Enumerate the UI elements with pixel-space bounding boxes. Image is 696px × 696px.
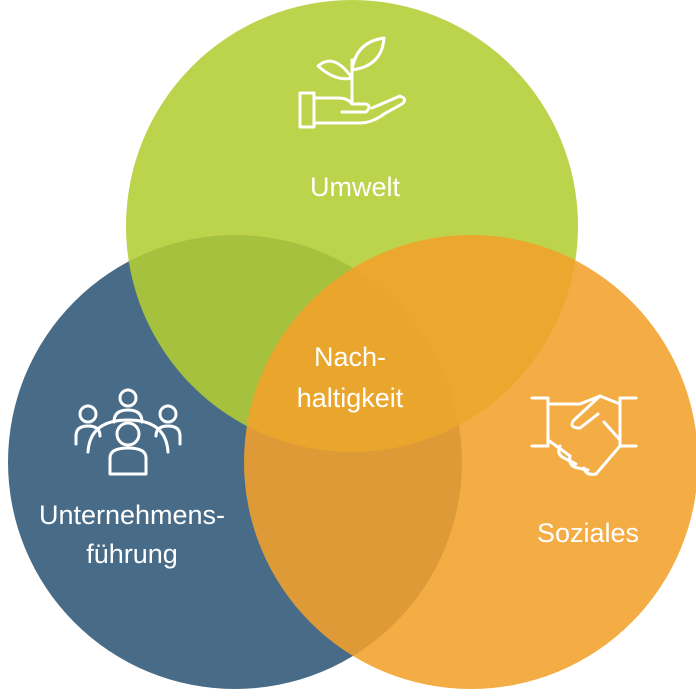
soziales-label: Soziales [537,518,639,548]
plant-in-hand-icon [298,36,407,129]
unternehmensfuehrung-label-line1: Unternehmens- [39,500,225,530]
unternehmensfuehrung-label-line2: führung [86,539,178,569]
meeting-table-icon [74,388,182,476]
center-label-line2: haltigkeit [297,383,404,413]
circle-soziales [244,235,696,689]
center-label-line1: Nach- [314,342,386,372]
handshake-icon [530,394,638,476]
umwelt-label: Umwelt [310,172,401,202]
